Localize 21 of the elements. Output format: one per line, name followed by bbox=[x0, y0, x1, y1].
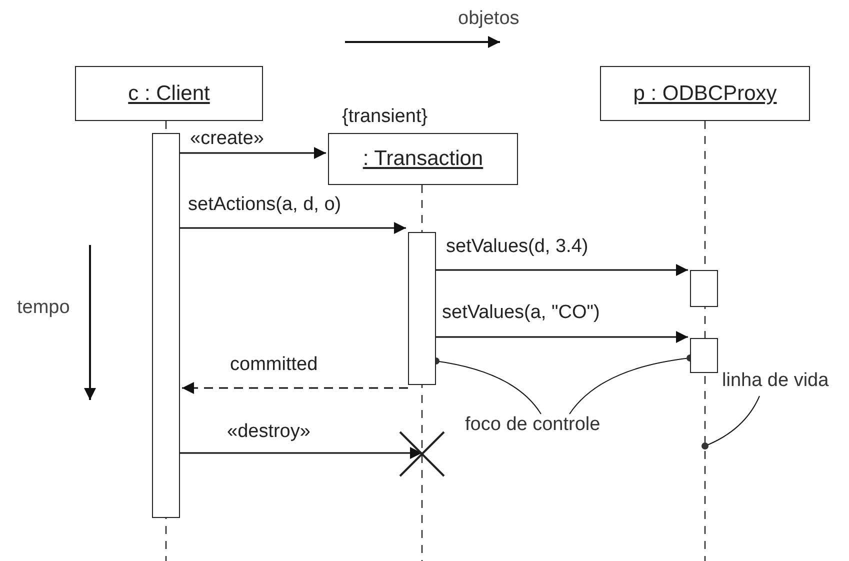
activation-bar bbox=[690, 270, 718, 307]
destruction-mark bbox=[397, 429, 447, 479]
message-arrow bbox=[436, 331, 688, 343]
activation-bar bbox=[152, 133, 180, 518]
message-arrow bbox=[180, 147, 326, 159]
message-arrow bbox=[182, 382, 408, 394]
object-box: : Transaction bbox=[328, 133, 518, 185]
annotation-text: foco de controle bbox=[465, 414, 655, 440]
message-arrow bbox=[180, 447, 422, 459]
leader-line bbox=[702, 396, 760, 450]
annotation-text: linha de vida bbox=[722, 370, 847, 396]
activation-bar bbox=[690, 338, 718, 373]
activation-bar bbox=[408, 232, 436, 385]
message-label: «destroy» bbox=[225, 421, 312, 443]
constraint-label: {transient} bbox=[340, 106, 430, 128]
object-box: c : Client bbox=[75, 66, 263, 121]
message-arrow bbox=[180, 222, 406, 234]
object-box: p : ODBCProxy bbox=[600, 66, 810, 121]
message-label: setValues(a, "CO") bbox=[440, 302, 602, 324]
axis-label: objetos bbox=[456, 8, 522, 30]
message-arrow bbox=[436, 264, 688, 276]
